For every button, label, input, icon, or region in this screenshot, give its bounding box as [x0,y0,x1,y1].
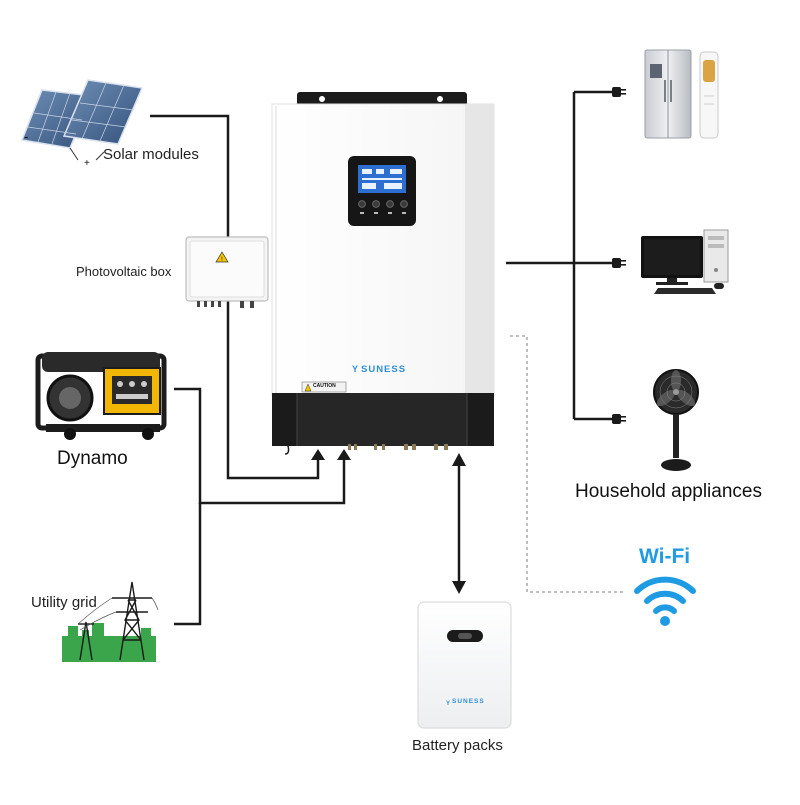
brand-logo-icon: Y [352,364,358,374]
inverter-body [271,103,495,397]
inverter-unit: Y [271,92,495,455]
caution-label: CAUTION [313,383,336,389]
arrow-heads [311,449,466,594]
dynamo-label: Dynamo [57,448,128,469]
electric-fan-icon [653,369,699,471]
power-pylon-icon [62,581,159,662]
plug-icon [612,414,626,424]
solar-wire [150,114,320,480]
arrow-up-icon [311,449,325,460]
solar-modules-label: Solar modules [103,146,199,163]
wifi-label: Wi-Fi [639,545,691,568]
utility-grid-label: Utility grid [31,594,97,611]
plug-icon [612,87,626,97]
wiring [150,90,612,626]
inverter-mount-bracket [297,92,467,106]
battery-packs-label: Battery packs [412,737,503,754]
svg-text:!: ! [221,257,223,263]
refrigerator-icon [644,49,692,139]
desktop-computer-icon [641,229,729,294]
generator-icon [35,352,167,440]
battery-brand-label: SUNESS [452,698,485,705]
air-conditioner-icon [699,51,719,139]
arrow-up-icon [452,453,466,466]
plug-icon [612,258,626,268]
caution-sticker [301,381,347,393]
wifi-link [510,335,624,593]
arrow-up-icon [337,449,351,460]
solar-panel-icon [20,79,144,161]
svg-text:Y: Y [446,701,450,707]
arrow-down-icon [452,581,466,594]
battery-unit: Y [417,601,512,729]
solar-minus-label: - [24,129,29,144]
solar-plus-label: + [84,158,90,169]
wifi-dot [660,616,670,626]
household-appliances-label: Household appliances [575,481,762,502]
wifi-icon [634,576,696,614]
junction-box-icon: ! [185,236,269,308]
pv-box-label: Photovoltaic box [76,264,172,279]
grid-wire [174,503,202,626]
inverter-brand-label: SUNESS [361,364,407,375]
